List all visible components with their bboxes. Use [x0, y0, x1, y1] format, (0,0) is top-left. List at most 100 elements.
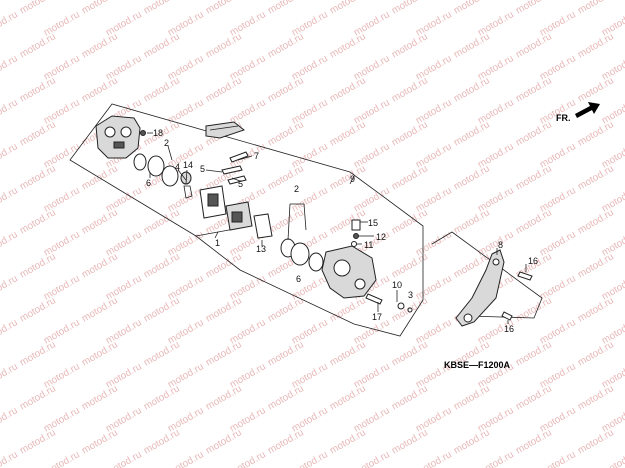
watermark-text: motod.ru [514, 383, 554, 412]
callout-18: 18 [153, 128, 163, 138]
watermark-text: motod.ru [18, 251, 58, 280]
watermark-text: motod.ru [328, 31, 368, 60]
diagram-code: KBSE—F1200A [444, 360, 511, 370]
leader-lines [147, 132, 527, 324]
watermark-text: motod.ru [18, 163, 58, 192]
callout-8: 8 [498, 240, 503, 250]
watermark-text: motod.ru [204, 251, 244, 280]
callout-12: 12 [376, 232, 386, 242]
watermark-text: motod.ru [204, 427, 244, 456]
callout-7: 7 [254, 151, 259, 161]
callout-2-lower: 2 [294, 184, 299, 194]
watermark-text: motod.ru [80, 383, 120, 412]
bracket-bolts [501, 271, 533, 321]
callout-14: 14 [183, 160, 193, 170]
watermark-text: motod.ru [204, 75, 244, 104]
callout-17: 17 [372, 312, 382, 322]
watermark-text: motod.ru [390, 75, 430, 104]
watermark-text: motod.ru [266, 207, 306, 236]
watermark-text: motod.ru [414, 449, 454, 468]
callout-11: 11 [364, 240, 373, 250]
piston-seal-set-upper [133, 153, 192, 187]
watermark-text: motod.ru [0, 273, 20, 302]
front-label: FR. [556, 113, 571, 123]
watermark-text: motod.ru [80, 251, 120, 280]
watermark-text: motod.ru [538, 449, 578, 468]
watermark-text: motod.ru [266, 383, 306, 412]
watermark-text: motod.ru [18, 427, 58, 456]
watermark-text: motod.ru [142, 295, 182, 324]
watermark-text: motod.ru [80, 295, 120, 324]
watermark-text: motod.ru [0, 97, 20, 126]
watermark-text: motod.ru [204, 383, 244, 412]
piston-seal-set-lower [280, 238, 324, 272]
callout-5-upper: 5 [200, 164, 205, 174]
callout-2-upper: 2 [164, 138, 169, 148]
watermark-text: motod.ru [266, 163, 306, 192]
watermark-text: motod.ru [228, 449, 268, 468]
caliper-bolts [365, 293, 413, 313]
watermark-text: motod.ru [104, 449, 144, 468]
watermark-text: motod.ru [514, 31, 554, 60]
watermark-text: motod.ru [266, 0, 306, 17]
watermark-text: motod.ru [514, 295, 554, 324]
bleed-bolt-18 [140, 130, 146, 136]
watermark-text: motod.ru [328, 119, 368, 148]
callout-10: 10 [392, 280, 402, 290]
callout-1: 1 [215, 238, 220, 248]
watermark-text: motod.ru [18, 339, 58, 368]
watermark-text: motod.ru [142, 75, 182, 104]
watermark-text: motod.ru [18, 0, 58, 17]
watermark-text: motod.ru [142, 207, 182, 236]
caliper-assembled [321, 245, 377, 299]
watermark-text: motod.ru [266, 75, 306, 104]
watermark-text: motod.ru [80, 75, 120, 104]
watermark-text: motod.ru [476, 449, 516, 468]
watermark-text: motod.ru [352, 449, 392, 468]
watermark-text: motod.ru [204, 0, 244, 17]
watermark-text: motod.ru [0, 405, 20, 434]
watermark-text: motod.ru [452, 119, 492, 148]
watermark-text: motod.ru [514, 119, 554, 148]
watermark-text: motod.ru [390, 251, 430, 280]
watermark-text: motod.ru [18, 207, 58, 236]
watermark-text: motod.ru [514, 427, 554, 456]
watermark-text: motod.ru [328, 75, 368, 104]
watermark-text: motod.ru [18, 383, 58, 412]
watermark-text: motod.ru [204, 295, 244, 324]
watermark-text: motod.ru [328, 295, 368, 324]
watermark-text: motod.ru [576, 207, 616, 236]
watermark-text: motod.ru [166, 449, 206, 468]
watermark-text: motod.ru [514, 339, 554, 368]
watermark-text: motod.ru [290, 449, 330, 468]
watermark-text: motod.ru [18, 295, 58, 324]
watermark-text: motod.ru [390, 0, 430, 17]
bracket-group-outline [431, 231, 543, 319]
callout-6-lower: 6 [296, 274, 301, 284]
watermark-text: motod.ru [390, 119, 430, 148]
caliper-body [95, 115, 141, 159]
watermark-text: motod.ru [452, 383, 492, 412]
pad-retainer-clip [183, 185, 193, 199]
watermark-text: motod.ru [328, 427, 368, 456]
callout-15: 15 [368, 218, 378, 228]
watermark-text: motod.ru [576, 427, 616, 456]
caliper-bracket [455, 249, 505, 327]
watermark-text: motod.ru [0, 229, 20, 258]
caliper-assembly-outline [69, 103, 424, 337]
watermark-text: motod.ru [42, 449, 82, 468]
watermark-text: motod.ru [452, 31, 492, 60]
watermark-text: motod.ru [576, 0, 616, 17]
watermark-text: motod.ru [266, 119, 306, 148]
watermark-text: motod.ru [266, 427, 306, 456]
watermark-text: motod.ru [600, 449, 625, 468]
watermark-text: motod.ru [266, 31, 306, 60]
watermark-text: motod.ru [514, 75, 554, 104]
watermark-text: motod.ru [576, 75, 616, 104]
watermark-text: motod.ru [204, 339, 244, 368]
watermark-text: motod.ru [452, 427, 492, 456]
watermark-text: motod.ru [0, 53, 20, 82]
callout-3: 3 [408, 290, 413, 300]
